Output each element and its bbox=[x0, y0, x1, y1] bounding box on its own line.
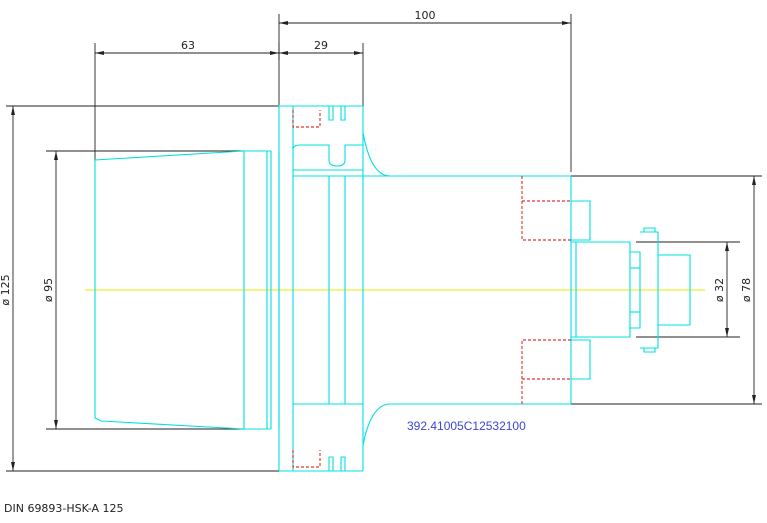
dimension-arrows bbox=[11, 21, 756, 471]
dim-32-label: ø 32 bbox=[713, 278, 726, 302]
dim-125-label: ø 125 bbox=[0, 274, 12, 305]
dim-78-label: ø 78 bbox=[740, 278, 753, 302]
dim-29-label: 29 bbox=[314, 39, 328, 52]
standard-designation: DIN 69893-HSK-A 125 bbox=[4, 502, 123, 515]
hidden-lines bbox=[292, 110, 571, 468]
tool-holder-outline bbox=[94, 105, 691, 472]
dim-100-label: 100 bbox=[415, 9, 436, 22]
dim-95-label: ø 95 bbox=[42, 278, 55, 302]
dim-63-label: 63 bbox=[181, 39, 195, 52]
dimension-lines bbox=[6, 14, 762, 472]
part-number: 392.41005C12532100 bbox=[407, 419, 526, 433]
